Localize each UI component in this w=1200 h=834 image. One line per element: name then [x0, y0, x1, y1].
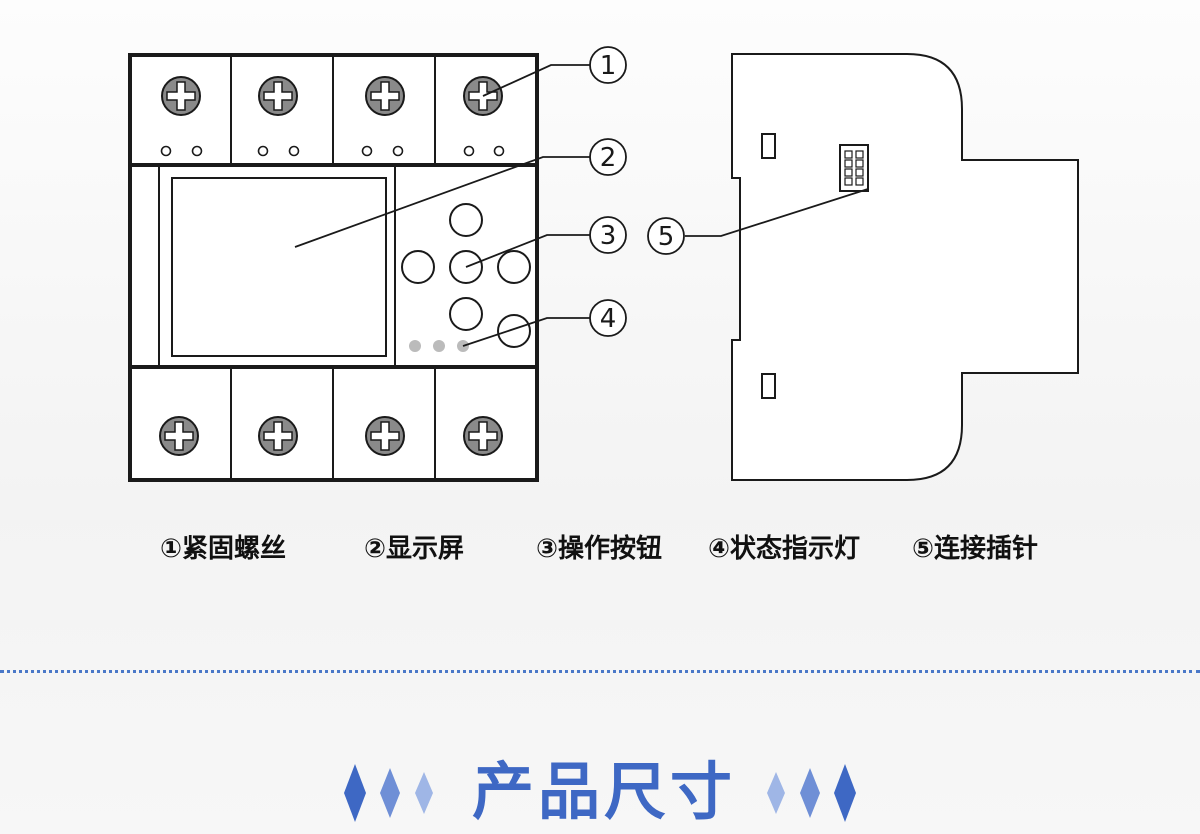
callout-5: 5 [647, 217, 685, 255]
operation-buttons [401, 203, 531, 348]
screw-icon [258, 76, 298, 116]
screw-icon [159, 416, 199, 456]
legend-item-leds: ④状态指示灯 [708, 528, 860, 565]
legend-item-display: ②显示屏 [364, 528, 464, 565]
svg-text:1: 1 [600, 51, 617, 81]
legend-num: ② [364, 534, 387, 564]
legend-num: ⑤ [912, 534, 935, 564]
callout-4: 4 [589, 299, 627, 337]
screw-icon [365, 416, 405, 456]
led-indicator [433, 340, 445, 352]
bottom-screws [159, 416, 503, 456]
legend-label: 连接插针 [934, 534, 1039, 564]
diamond-decoration-left [344, 764, 433, 822]
legend-num: ④ [708, 534, 731, 564]
legend-num: ③ [536, 534, 559, 564]
connector-pins [844, 150, 864, 186]
svg-text:2: 2 [600, 143, 617, 173]
side-housing [731, 53, 1079, 481]
section-title: 产品尺寸 [471, 755, 736, 828]
legend-label: 显示屏 [386, 534, 465, 564]
legend-label: 紧固螺丝 [182, 534, 287, 564]
side-slot-bottom [761, 373, 776, 399]
legend-item-screws: ①紧固螺丝 [160, 528, 286, 565]
side-slot-top [761, 133, 776, 159]
display-screen [171, 177, 387, 357]
legend-num: ① [160, 534, 183, 564]
screw-icon [463, 416, 503, 456]
device-diagram: 1 2 3 4 5 [128, 46, 1079, 482]
button-right [497, 250, 531, 284]
legend-label: 状态指示灯 [730, 534, 861, 564]
legend-label: 操作按钮 [558, 534, 663, 564]
leader-lines [294, 64, 869, 347]
led-indicator [409, 340, 421, 352]
callout-2: 2 [589, 138, 627, 176]
button-left [401, 250, 435, 284]
callout-3: 3 [589, 216, 627, 254]
callout-1: 1 [589, 46, 627, 84]
button-down [449, 297, 483, 331]
legend-item-buttons: ③操作按钮 [536, 528, 662, 565]
status-leds [409, 340, 469, 352]
diamond-decoration-right [767, 764, 856, 822]
button-extra [497, 314, 531, 348]
callout-markers: 1 2 3 4 5 [589, 46, 685, 337]
terminal-holes [160, 145, 505, 157]
svg-text:3: 3 [600, 221, 617, 251]
section-header: 产品尺寸 [0, 752, 1200, 832]
screw-icon [365, 76, 405, 116]
connector-pin-block [839, 144, 869, 192]
svg-text:4: 4 [600, 304, 617, 334]
parts-legend: ①紧固螺丝 ②显示屏 ③操作按钮 ④状态指示灯 ⑤连接插针 [0, 528, 1200, 568]
screw-icon [258, 416, 298, 456]
button-up [449, 203, 483, 237]
svg-text:5: 5 [658, 222, 675, 252]
screw-icon [161, 76, 201, 116]
side-view [731, 53, 1079, 481]
dotted-divider [0, 670, 1200, 673]
legend-item-pins: ⑤连接插针 [912, 528, 1038, 565]
